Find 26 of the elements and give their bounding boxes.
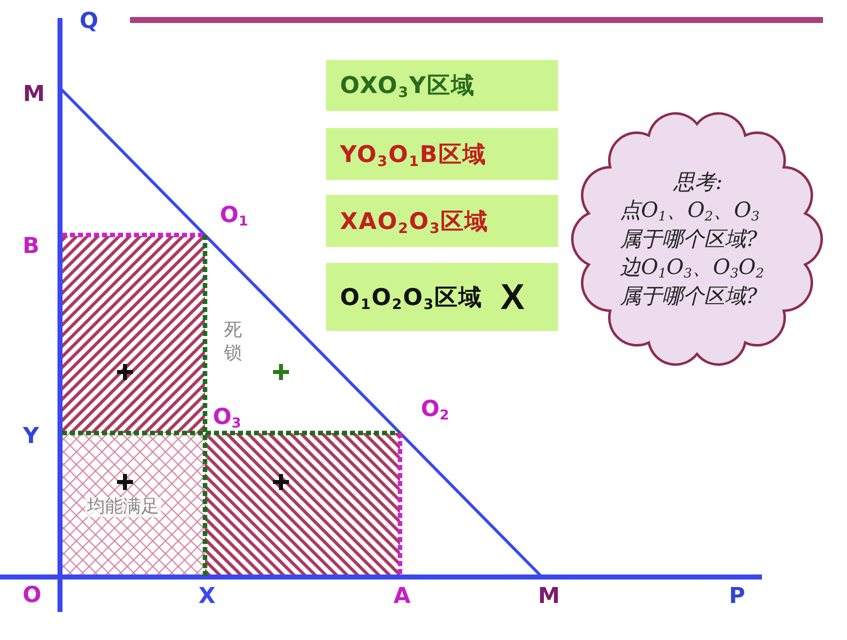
axis-label: B	[22, 234, 40, 260]
region-label: 死锁	[224, 318, 242, 366]
label-box	[326, 60, 558, 111]
axis-label: P	[728, 584, 746, 610]
axis-label: O	[22, 584, 42, 608]
question-text: 点O$_{1}$、O$_{2}$、O$_{3}$属于哪个区域?	[620, 197, 760, 253]
label-box	[326, 263, 558, 331]
axis-label: M	[538, 584, 560, 610]
axis-label: M	[23, 82, 45, 108]
region-name: YO$_{3}$O$_{1}$B区域	[340, 140, 486, 170]
axis-label: X	[198, 584, 216, 610]
region-name: O$_{1}$O$_{2}$O$_{3}$区域	[340, 284, 482, 312]
point-label: O$_{1}$	[220, 204, 248, 228]
axis-label: Y	[23, 424, 39, 450]
x-mark: X	[500, 276, 524, 318]
axis-label: A	[393, 584, 411, 610]
region-name: XAO$_{2}$O$_{3}$区域	[340, 208, 488, 236]
cloud-heading: 思考:	[673, 169, 723, 196]
label-box	[326, 195, 558, 247]
point-label: O$_{2}$	[420, 398, 450, 422]
axis-label: Q	[80, 10, 98, 34]
region-label: 均能满足	[85, 497, 161, 517]
region-name: OXO$_{3}$Y区域	[340, 72, 475, 101]
label-box	[326, 128, 558, 180]
point-label: O$_{3}$	[212, 406, 242, 430]
question-text: 边O$_{1}$O$_{3}$、O$_{3}$O$_{2}$属于哪个区域?	[620, 254, 765, 310]
